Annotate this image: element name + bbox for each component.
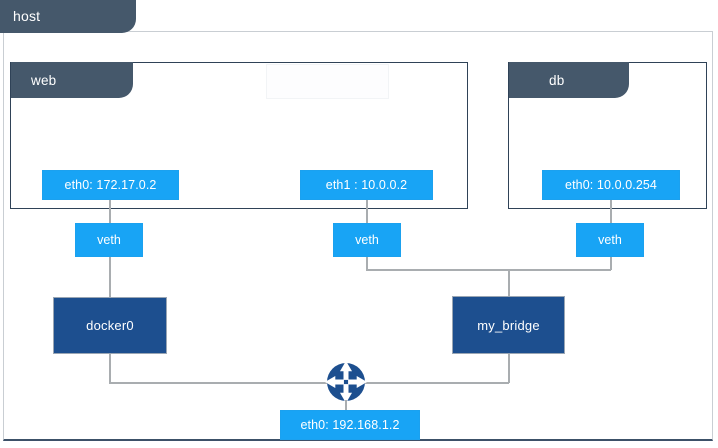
bus-my-bridge — [366, 269, 611, 271]
link-my-bridge-router — [508, 354, 510, 383]
veth-box-1-label: veth — [97, 233, 121, 247]
interface-web-eth1-label: eth1 : 10.0.0.2 — [325, 178, 408, 192]
interface-host-eth0: eth0: 192.168.1.2 — [280, 410, 420, 440]
interface-web-eth1: eth1 : 10.0.0.2 — [300, 170, 433, 200]
link-docker0-router — [109, 354, 111, 383]
bridge-docker0: docker0 — [53, 297, 167, 354]
interface-host-eth0-label: eth0: 192.168.1.2 — [300, 418, 400, 432]
interface-web-eth0-label: eth0: 172.17.0.2 — [64, 178, 157, 192]
container-web-label-tab: web — [11, 62, 133, 98]
bridge-my-bridge: my_bridge — [452, 296, 565, 354]
host-label: host — [13, 8, 41, 24]
link-bus-my-bridge — [508, 269, 510, 297]
bridge-docker0-label: docker0 — [86, 318, 134, 333]
interface-db-eth0: eth0: 10.0.0.254 — [542, 170, 680, 200]
link-router-host-eth0 — [345, 400, 347, 412]
container-db-label-tab: db — [509, 62, 629, 98]
veth-box-1: veth — [75, 223, 143, 257]
web-placeholder-box — [266, 64, 389, 99]
veth-box-2: veth — [333, 223, 401, 257]
veth-box-3-label: veth — [598, 233, 622, 247]
host-label-tab: host — [0, 0, 136, 33]
bus-router — [109, 382, 509, 384]
interface-web-eth0: eth0: 172.17.0.2 — [42, 170, 179, 200]
veth-box-3: veth — [576, 223, 644, 257]
container-web-label: web — [31, 72, 57, 88]
bridge-my-bridge-label: my_bridge — [477, 317, 540, 333]
veth-box-2-label: veth — [355, 233, 379, 247]
router-four-arrows-icon — [323, 359, 369, 405]
container-db-label: db — [549, 72, 565, 88]
interface-db-eth0-label: eth0: 10.0.0.254 — [565, 178, 657, 192]
